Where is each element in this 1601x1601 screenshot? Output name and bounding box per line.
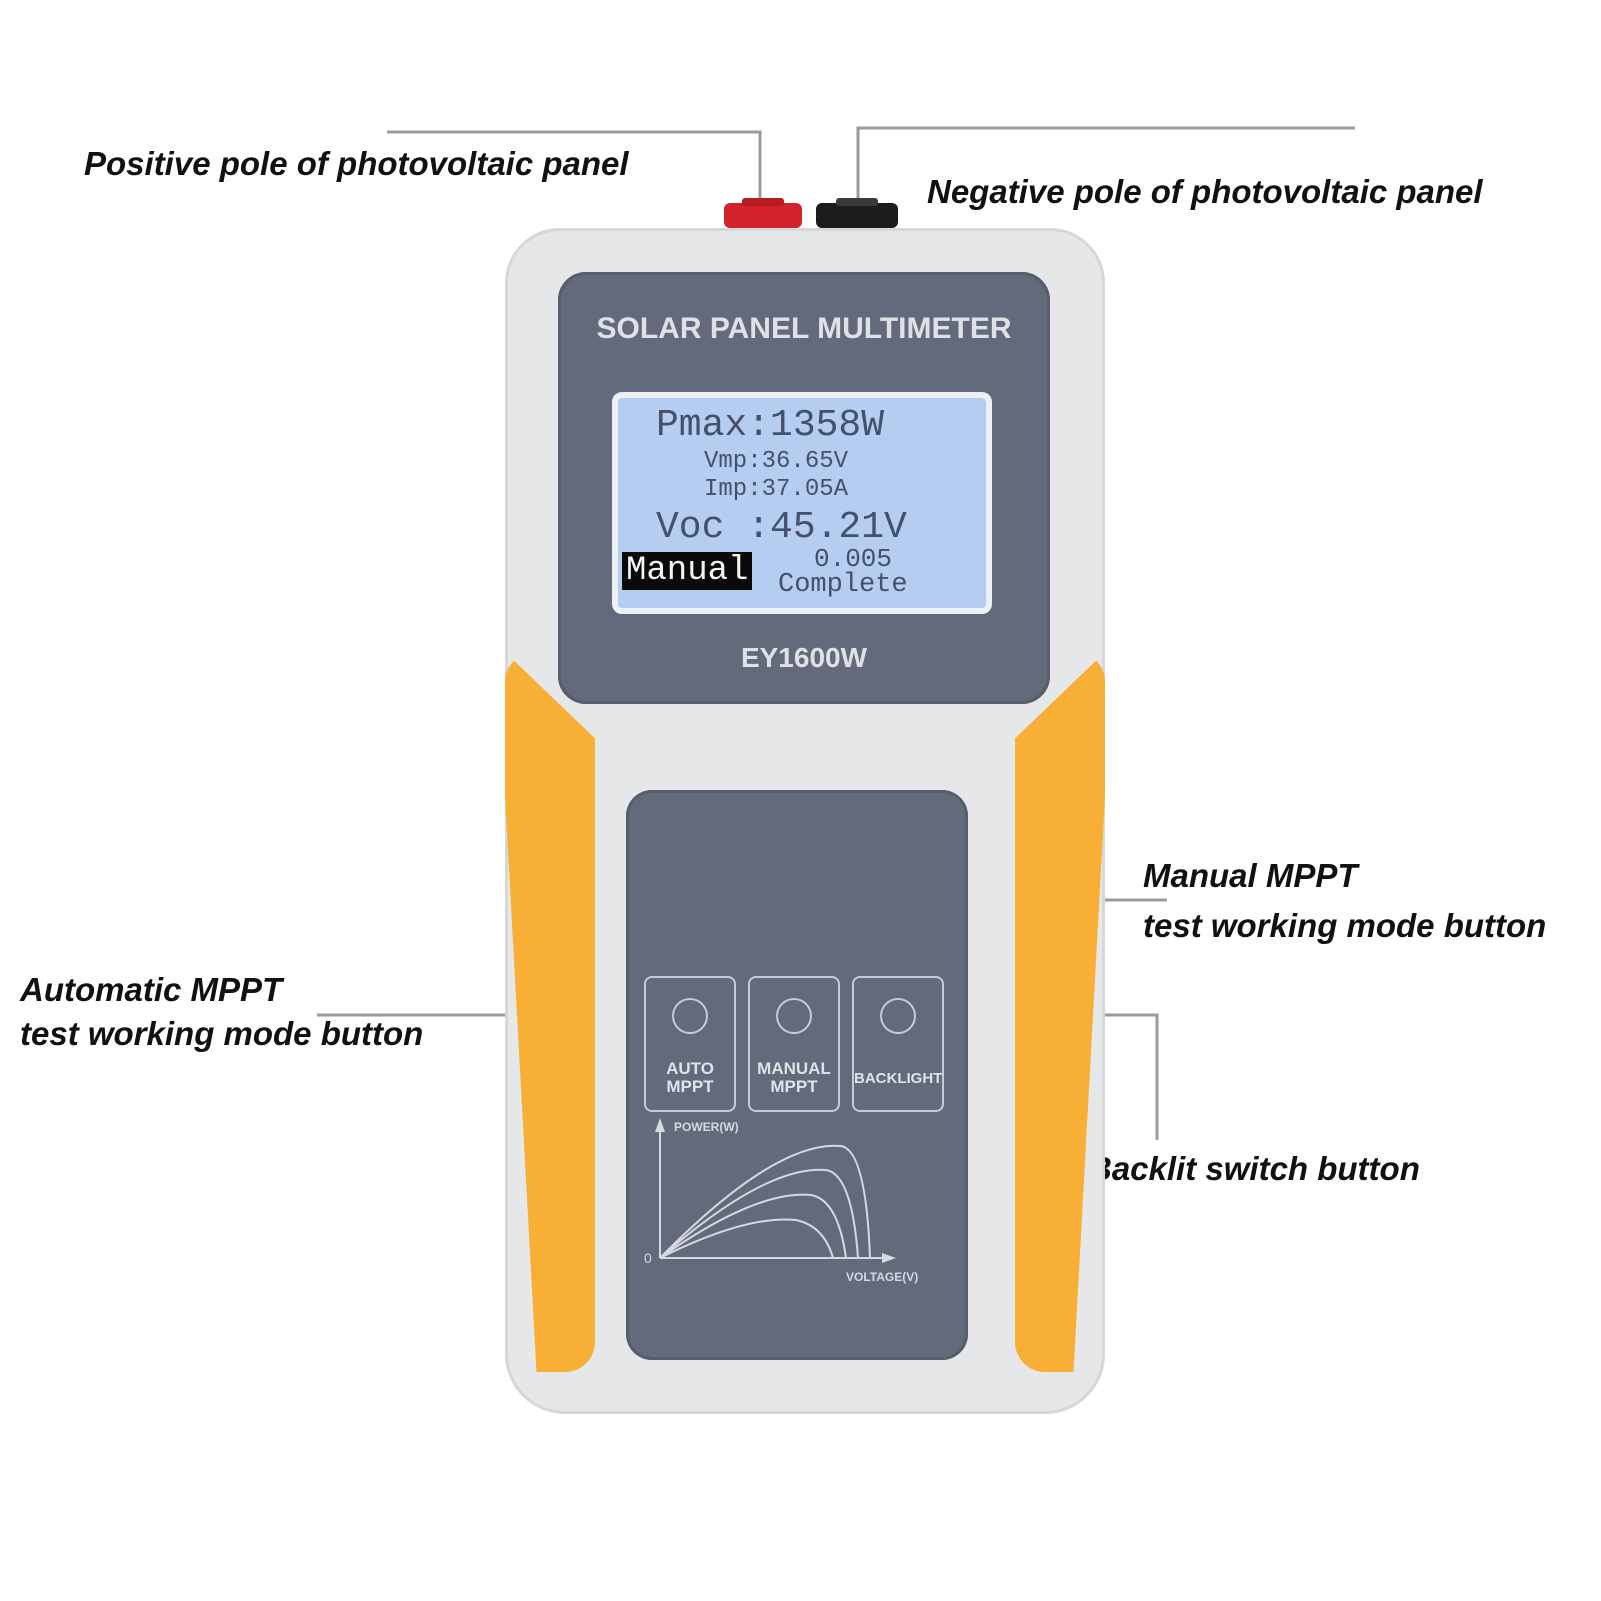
manual-mppt-text-line2: test working mode button (1143, 907, 1547, 944)
negative-pole-text: Negative pole of photovoltaic panel (927, 173, 1483, 210)
control-panel: AUTO MPPT MANUAL MPPT BACKLIGHT POWER(W)… (626, 790, 968, 1360)
pv-curve-4 (659, 1218, 834, 1259)
voltage-axis-label: VOLTAGE(V) (846, 1270, 919, 1284)
positive-pole-text: Positive pole of photovoltaic panel (84, 145, 629, 182)
manual-mppt-label-line2: MPPT (770, 1077, 818, 1096)
backlight-button[interactable]: BACKLIGHT (852, 976, 944, 1112)
manual-mppt-button[interactable]: MANUAL MPPT (748, 976, 840, 1112)
auto-mppt-button[interactable]: AUTO MPPT (644, 976, 736, 1112)
pv-curve-3 (659, 1193, 847, 1259)
negative-pole-callout: Negative pole of photovoltaic panel (927, 168, 1483, 216)
power-axis-label: POWER(W) (674, 1120, 739, 1134)
auto-mppt-label-line2: MPPT (666, 1077, 714, 1096)
auto-mppt-label-line1: AUTO (666, 1059, 714, 1078)
pv-curve-graphic (655, 1118, 896, 1263)
auto-mppt-text-line1: Automatic MPPT (20, 971, 283, 1008)
manual-mppt-button-circle-icon (776, 998, 812, 1034)
backlit-callout: Backlit switch button (1088, 1145, 1420, 1193)
terminals (724, 198, 898, 228)
lcd-status: Complete (778, 570, 908, 600)
lcd-voc: Voc :45.21V (656, 506, 907, 549)
lcd-frame: Pmax:1358W Vmp:36.65V Imp:37.05A Voc :45… (612, 392, 992, 614)
negative-pole-leader (856, 126, 1355, 205)
auto-mppt-button-label: AUTO MPPT (646, 1060, 734, 1096)
voltage-axis-arrow-icon (882, 1253, 896, 1263)
lcd-pmax: Pmax:1358W (656, 404, 885, 447)
positive-pole-leader (387, 130, 762, 205)
negative-terminal-cap (836, 198, 878, 206)
backlit-text: Backlit switch button (1088, 1150, 1420, 1187)
graph-origin-label: 0 (644, 1250, 652, 1266)
lcd-small-value: 0.005 (814, 544, 893, 574)
lcd-mode-indicator: Manual (622, 552, 753, 590)
manual-mppt-callout: Manual MPPT test working mode button (1143, 852, 1546, 950)
manual-mppt-label-line1: MANUAL (757, 1059, 831, 1078)
positive-terminal[interactable] (724, 203, 802, 228)
display-panel: SOLAR PANEL MULTIMETER Pmax:1358W Vmp:36… (558, 272, 1050, 704)
manual-mppt-text-line1: Manual MPPT (1143, 857, 1358, 894)
backlight-button-circle-icon (880, 998, 916, 1034)
lcd-vmp: Vmp:36.65V (704, 448, 849, 475)
auto-mppt-text-line2: test working mode button (20, 1015, 424, 1052)
auto-mppt-callout: Automatic MPPT test working mode button (20, 970, 423, 1058)
brand-title: SOLAR PANEL MULTIMETER (596, 312, 1012, 345)
positive-pole-callout: Positive pole of photovoltaic panel (84, 140, 629, 188)
manual-mppt-button-label: MANUAL MPPT (750, 1060, 838, 1096)
pv-curve-2 (659, 1168, 859, 1259)
power-axis-arrow-icon (655, 1118, 665, 1132)
negative-terminal[interactable] (816, 203, 898, 228)
backlight-button-label: BACKLIGHT (854, 1070, 943, 1087)
model-number: EY1600W (740, 642, 868, 673)
pv-curve-1 (659, 1144, 871, 1259)
lcd-imp: Imp:37.05A (704, 476, 849, 503)
auto-mppt-button-circle-icon (672, 998, 708, 1034)
positive-terminal-cap (742, 198, 784, 206)
lcd-screen: Pmax:1358W Vmp:36.65V Imp:37.05A Voc :45… (618, 398, 986, 608)
